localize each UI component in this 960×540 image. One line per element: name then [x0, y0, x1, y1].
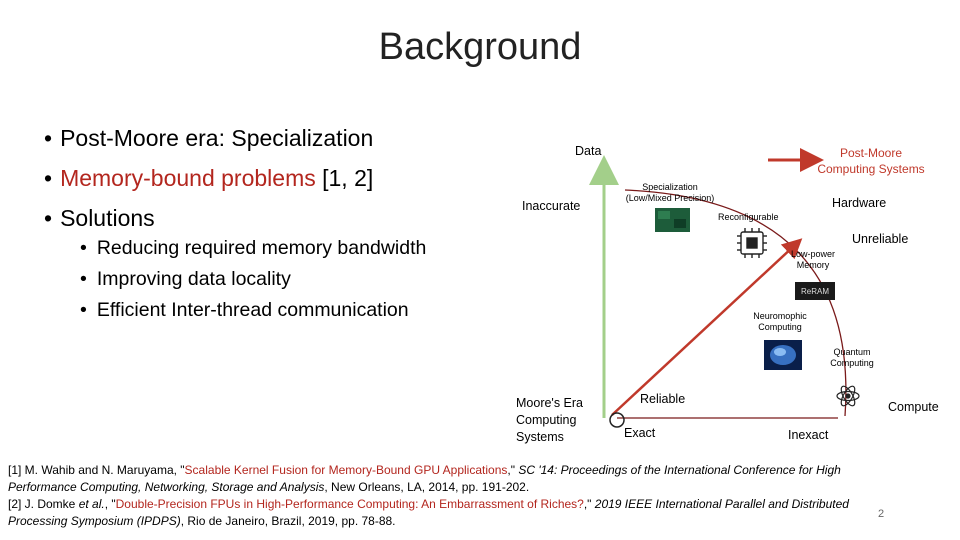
memory-bound-highlight: Memory-bound problems: [60, 165, 316, 191]
diagonal-arrow: [611, 238, 803, 416]
reference-1: [1] M. Wahib and N. Maruyama, "Scalable …: [8, 463, 841, 494]
reference-2: [2] J. Domke et al., "Double-Precision F…: [8, 497, 849, 528]
hardware-label: Hardware: [832, 196, 887, 210]
sub-bullet-locality: Improving data locality: [80, 264, 426, 295]
solution-sub-bullets: Reducing required memory bandwidth Impro…: [80, 233, 427, 326]
bullet-memory-bound: Memory-bound problems [1, 2]: [44, 158, 373, 198]
processor-chip-icon: [737, 228, 767, 258]
atom-icon: [836, 385, 860, 407]
low-power-memory-label: Low-power Memory: [790, 249, 836, 270]
brain-image-icon: [764, 340, 802, 370]
reram-label: ReRAM: [800, 287, 829, 296]
reliable-label: Reliable: [640, 392, 686, 406]
main-bullets: Post-Moore era: Specialization Memory-bo…: [44, 118, 373, 238]
neuromorphic-label: Neuromophic Computing: [753, 311, 807, 332]
data-axis-label: Data: [575, 144, 602, 158]
sub-bullet-communication: Efficient Inter-thread communication: [80, 295, 426, 326]
exact-label: Exact: [624, 426, 656, 440]
slide-title: Background: [378, 26, 582, 68]
sub-bullet-bandwidth: Reducing required memory bandwidth: [80, 233, 427, 264]
compute-axis-label: Compute: [888, 400, 939, 414]
bullet-post-moore: Post-Moore era: Specialization: [44, 118, 373, 158]
post-moore-label: Post-Moore Computing Systems: [817, 146, 925, 176]
inexact-label: Inexact: [788, 428, 829, 442]
fpga-chip-icon: [655, 208, 690, 232]
references: [1] M. Wahib and N. Maruyama, "Scalable …: [8, 462, 878, 530]
page-number: 2: [878, 508, 885, 520]
inaccurate-label: Inaccurate: [522, 199, 581, 213]
unreliable-label: Unreliable: [852, 232, 909, 246]
quantum-label: Quantum Computing: [830, 347, 874, 368]
bullet-solutions: Solutions: [44, 198, 373, 238]
reram-chip-icon: [795, 282, 835, 300]
moores-era-label: Moore's Era Computing Systems: [516, 396, 583, 444]
moores-era-point: [609, 412, 625, 428]
specialization-label: Specialization (Low/Mixed Precision): [625, 182, 715, 203]
reconfigurable-label: Reconfigurable: [718, 212, 779, 222]
